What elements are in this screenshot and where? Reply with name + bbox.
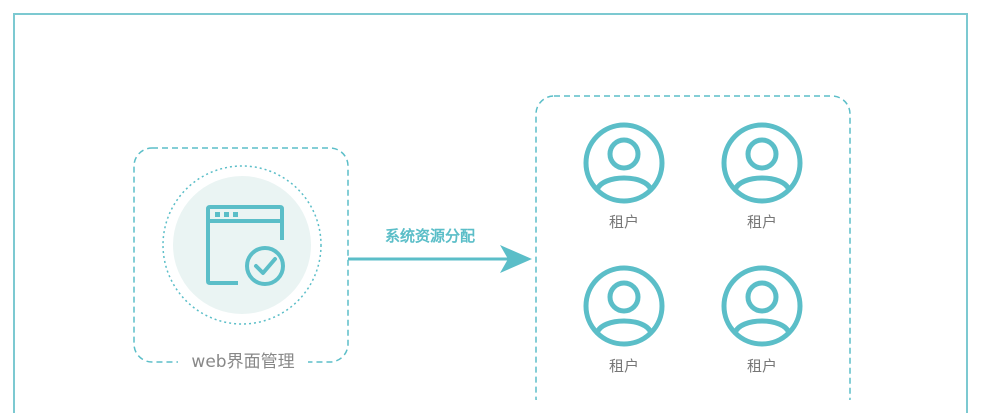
- web-window-check-icon: [206, 205, 285, 286]
- user-icon: [586, 125, 662, 201]
- diagram-canvas: [133, 95, 851, 400]
- tenant-label: 租户: [746, 357, 777, 375]
- outer-frame: [13, 13, 968, 413]
- source-label: web界面管理: [178, 351, 308, 373]
- tenant-label: 租户: [608, 357, 639, 375]
- tenants-box: [535, 95, 851, 400]
- user-icon: [586, 268, 662, 344]
- source-dotted-ring: [162, 165, 322, 325]
- flow-label: 系统资源分配: [384, 227, 475, 245]
- tenant-label: 租户: [746, 213, 777, 231]
- source-icon-background: [173, 176, 311, 314]
- flow-arrow: [348, 245, 532, 273]
- user-icon: [724, 125, 800, 201]
- user-icon: [724, 268, 800, 344]
- tenant-label: 租户: [608, 213, 639, 231]
